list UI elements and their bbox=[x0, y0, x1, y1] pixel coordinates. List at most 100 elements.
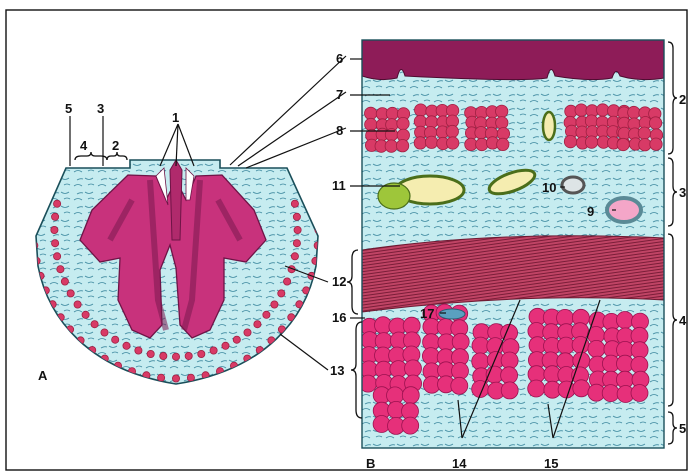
gland-cell bbox=[447, 137, 459, 149]
gland-cell bbox=[422, 348, 439, 365]
gland-cell bbox=[278, 326, 285, 333]
gland-cell bbox=[172, 353, 179, 360]
gland-cell bbox=[365, 118, 377, 130]
gland-cell bbox=[365, 107, 377, 119]
duct-cells bbox=[378, 183, 410, 209]
gland-cell bbox=[101, 329, 108, 336]
gland-cell bbox=[501, 367, 518, 384]
gland-cell bbox=[271, 301, 278, 308]
gland-cell bbox=[74, 301, 81, 308]
gland-cell bbox=[33, 257, 40, 264]
label-r5: 5 bbox=[679, 421, 686, 436]
label-14: 14 bbox=[452, 456, 467, 471]
gland-cell bbox=[402, 417, 419, 434]
gland-cell bbox=[573, 380, 590, 397]
gland-cell bbox=[639, 139, 651, 151]
gland-cell bbox=[602, 385, 619, 402]
gland-cell bbox=[112, 336, 119, 343]
gland-cell bbox=[61, 278, 68, 285]
gland-cell bbox=[312, 257, 319, 264]
gland-cell bbox=[616, 312, 633, 329]
gland-cell bbox=[496, 105, 508, 117]
gland-cell bbox=[263, 311, 270, 318]
gland-cell bbox=[451, 377, 468, 394]
label-a-5: 5 bbox=[65, 101, 72, 116]
gland-cell bbox=[314, 211, 321, 218]
label-r2: 2 bbox=[679, 92, 686, 107]
gland-cell bbox=[385, 129, 397, 141]
gland-cell bbox=[67, 290, 74, 297]
brace-12 bbox=[347, 250, 358, 314]
label-10: 10 bbox=[542, 180, 556, 195]
gland-cell bbox=[312, 196, 319, 203]
gland-cell bbox=[31, 211, 38, 218]
gland-cell bbox=[54, 253, 61, 260]
label-15: 15 bbox=[544, 456, 558, 471]
gland-cell bbox=[631, 385, 648, 402]
gland-cell bbox=[476, 138, 488, 150]
gland-cell bbox=[123, 342, 130, 349]
gland-cell bbox=[405, 360, 422, 377]
gland-cell bbox=[135, 347, 142, 354]
label-a-3: 3 bbox=[97, 101, 104, 116]
label-17: 17 bbox=[420, 306, 434, 321]
label-13: 13 bbox=[330, 363, 344, 378]
gland-cell bbox=[414, 137, 426, 149]
gland-cell bbox=[597, 104, 609, 116]
brace-r2 bbox=[668, 42, 677, 154]
gland-cell bbox=[501, 382, 518, 399]
label-16: 16 bbox=[332, 310, 346, 325]
gland-cell bbox=[628, 106, 640, 118]
gland-cell bbox=[294, 226, 301, 233]
panel-b-layers bbox=[360, 40, 664, 448]
gland-cell bbox=[31, 242, 38, 249]
gland-cell bbox=[472, 353, 489, 370]
label-6: 6 bbox=[336, 51, 343, 66]
right-braces: 2 3 4 5 bbox=[668, 42, 687, 444]
gland-cell bbox=[91, 321, 98, 328]
brace-13 bbox=[351, 322, 362, 418]
leader-6-to-a bbox=[230, 56, 346, 165]
brace-a-4 bbox=[75, 152, 107, 160]
gland-cell bbox=[397, 117, 409, 129]
leader-7-to-a bbox=[238, 92, 346, 166]
gland-cell bbox=[198, 350, 205, 357]
gland-cell bbox=[233, 336, 240, 343]
gland-cell bbox=[222, 342, 229, 349]
gland-cell bbox=[52, 240, 59, 247]
gland-cell bbox=[230, 362, 237, 369]
leader-13 bbox=[280, 334, 328, 370]
gland-cell bbox=[172, 375, 179, 382]
gland-cell bbox=[278, 290, 285, 297]
brace-r4 bbox=[668, 234, 677, 406]
gland-cell bbox=[528, 380, 545, 397]
panel-label-b: B bbox=[366, 456, 375, 471]
gland-cell bbox=[415, 104, 427, 116]
leader-8-to-a bbox=[246, 128, 346, 168]
label-1: 1 bbox=[172, 110, 179, 125]
gland-cell bbox=[158, 374, 165, 381]
gland-cell bbox=[496, 117, 508, 129]
gland-cell bbox=[51, 226, 58, 233]
gland-cell bbox=[160, 352, 167, 359]
panel-b-epithelium bbox=[362, 40, 664, 80]
gland-cell bbox=[284, 278, 291, 285]
brace-r3 bbox=[668, 158, 677, 226]
panel-label-a: A bbox=[38, 368, 48, 383]
brace-r5 bbox=[668, 412, 677, 444]
gland-cell bbox=[564, 135, 576, 147]
gland-cell bbox=[82, 311, 89, 318]
gland-cell bbox=[268, 337, 275, 344]
label-7: 7 bbox=[336, 87, 343, 102]
gland-cell bbox=[187, 374, 194, 381]
panel-a-cross-section: 5 3 4 2 1 A bbox=[30, 101, 322, 384]
gland-cell bbox=[588, 340, 605, 357]
gland-cell bbox=[210, 347, 217, 354]
gland-cell bbox=[650, 138, 662, 150]
gland-cell bbox=[585, 136, 597, 148]
gland-cell bbox=[386, 107, 398, 119]
blood-vessel bbox=[562, 177, 584, 193]
gland-cell bbox=[497, 138, 509, 150]
gland-cell bbox=[254, 321, 261, 328]
